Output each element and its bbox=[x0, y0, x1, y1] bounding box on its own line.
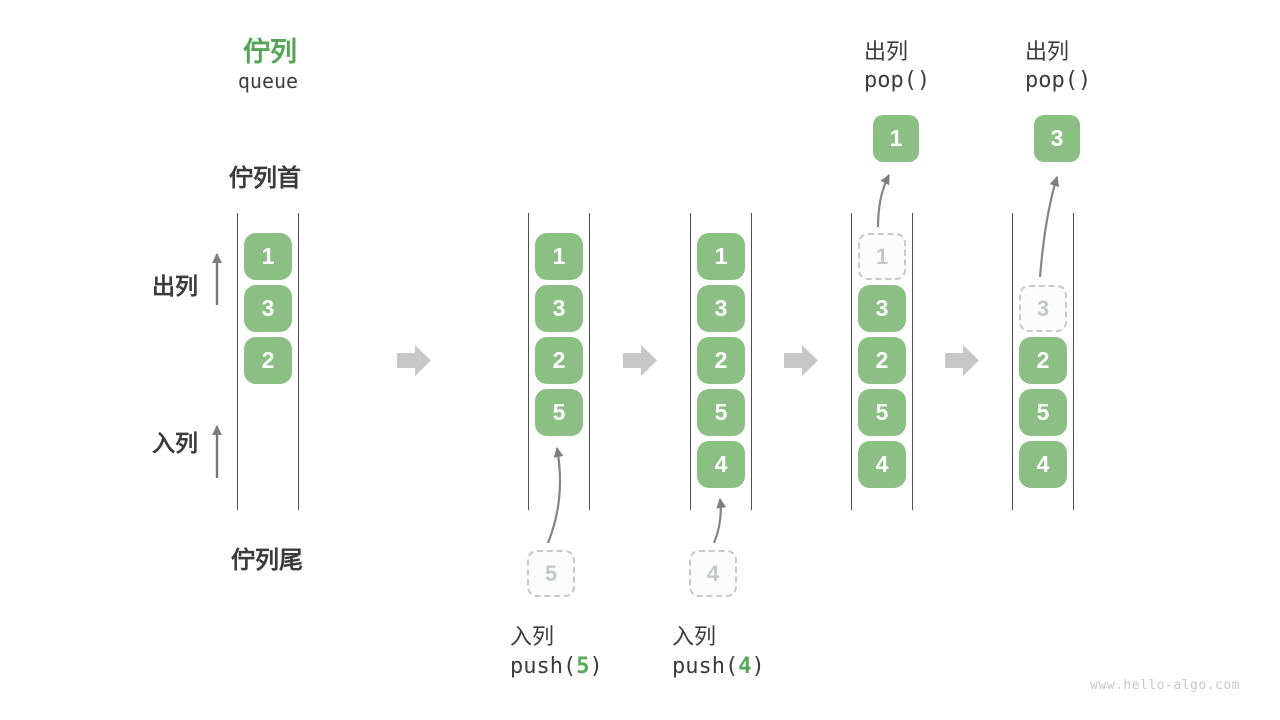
queue-wall-right bbox=[912, 213, 914, 510]
queue-wall-right bbox=[1073, 213, 1075, 510]
op-code-text: pop() bbox=[864, 68, 931, 93]
push-op-label: 入列 bbox=[672, 624, 717, 649]
queue-wall-left bbox=[1012, 213, 1014, 510]
queue-front-label: 佇列首 bbox=[229, 165, 301, 192]
queue-item: 3 bbox=[858, 285, 906, 332]
pending-item: 4 bbox=[689, 550, 737, 597]
queue-item: 2 bbox=[697, 337, 745, 384]
queue-item-removed: 3 bbox=[1019, 285, 1067, 332]
queue-item: 5 bbox=[535, 389, 583, 436]
queue-wall-left bbox=[237, 213, 239, 510]
queue-item: 3 bbox=[535, 285, 583, 332]
queue-item: 3 bbox=[244, 285, 292, 332]
queue-item: 1 bbox=[244, 233, 292, 280]
pending-item: 5 bbox=[527, 550, 575, 597]
queue-item: 4 bbox=[1019, 441, 1067, 488]
pop-op-code: pop() bbox=[1025, 68, 1091, 93]
flow-arrow-1-icon bbox=[397, 345, 431, 376]
queue-item: 4 bbox=[697, 441, 745, 488]
queue-item: 2 bbox=[244, 337, 292, 384]
push-op-code: push(4) bbox=[672, 654, 765, 679]
push-op-code: push(5) bbox=[510, 654, 603, 679]
popped-item: 1 bbox=[873, 115, 919, 162]
queue-wall-right bbox=[589, 213, 591, 510]
push-op-label: 入列 bbox=[510, 624, 555, 649]
queue-wall-left bbox=[851, 213, 853, 510]
dequeue-motion-arrow-step5-icon bbox=[1038, 176, 1060, 278]
queue-wall-left bbox=[690, 213, 692, 510]
op-code-text: ) bbox=[589, 654, 603, 679]
pop-op-code: pop() bbox=[864, 68, 930, 93]
dequeue-side-label: 出列 bbox=[152, 273, 198, 299]
queue-item: 4 bbox=[858, 441, 906, 488]
enqueue-side-label: 入列 bbox=[152, 430, 198, 456]
op-code-text: push( bbox=[510, 654, 577, 679]
op-code-text: ) bbox=[751, 654, 765, 679]
op-code-argument: 5 bbox=[576, 654, 590, 679]
enqueue-motion-arrow-step3-icon bbox=[712, 498, 727, 544]
queue-item: 2 bbox=[858, 337, 906, 384]
queue-item: 2 bbox=[535, 337, 583, 384]
flow-arrow-3-icon bbox=[784, 345, 818, 376]
queue-item: 5 bbox=[1019, 389, 1067, 436]
queue-item: 1 bbox=[535, 233, 583, 280]
queue-item: 3 bbox=[697, 285, 745, 332]
flow-arrow-2-icon bbox=[623, 345, 657, 376]
popped-item: 3 bbox=[1034, 115, 1080, 162]
pop-op-label: 出列 bbox=[1025, 39, 1070, 64]
op-code-argument: 4 bbox=[738, 654, 752, 679]
watermark: www.hello-algo.com bbox=[1090, 678, 1240, 693]
dequeue-motion-arrow-step4-icon bbox=[876, 174, 890, 228]
queue-wall-right bbox=[298, 213, 300, 510]
queue-rear-label: 佇列尾 bbox=[231, 547, 303, 574]
queue-item: 5 bbox=[697, 389, 745, 436]
queue-item-removed: 1 bbox=[858, 233, 906, 280]
diagram-title-zh: 佇列 bbox=[243, 37, 297, 67]
queue-item: 1 bbox=[697, 233, 745, 280]
diagram-title-en: queue bbox=[237, 69, 299, 93]
op-code-text: push( bbox=[672, 654, 739, 679]
flow-arrow-4-icon bbox=[945, 345, 979, 376]
queue-wall-left bbox=[528, 213, 530, 510]
queue-item: 5 bbox=[858, 389, 906, 436]
enqueue-motion-arrow-step2-icon bbox=[546, 447, 564, 544]
op-code-text: pop() bbox=[1025, 68, 1092, 93]
queue-wall-right bbox=[751, 213, 753, 510]
pop-op-label: 出列 bbox=[864, 39, 909, 64]
queue-item: 2 bbox=[1019, 337, 1067, 384]
